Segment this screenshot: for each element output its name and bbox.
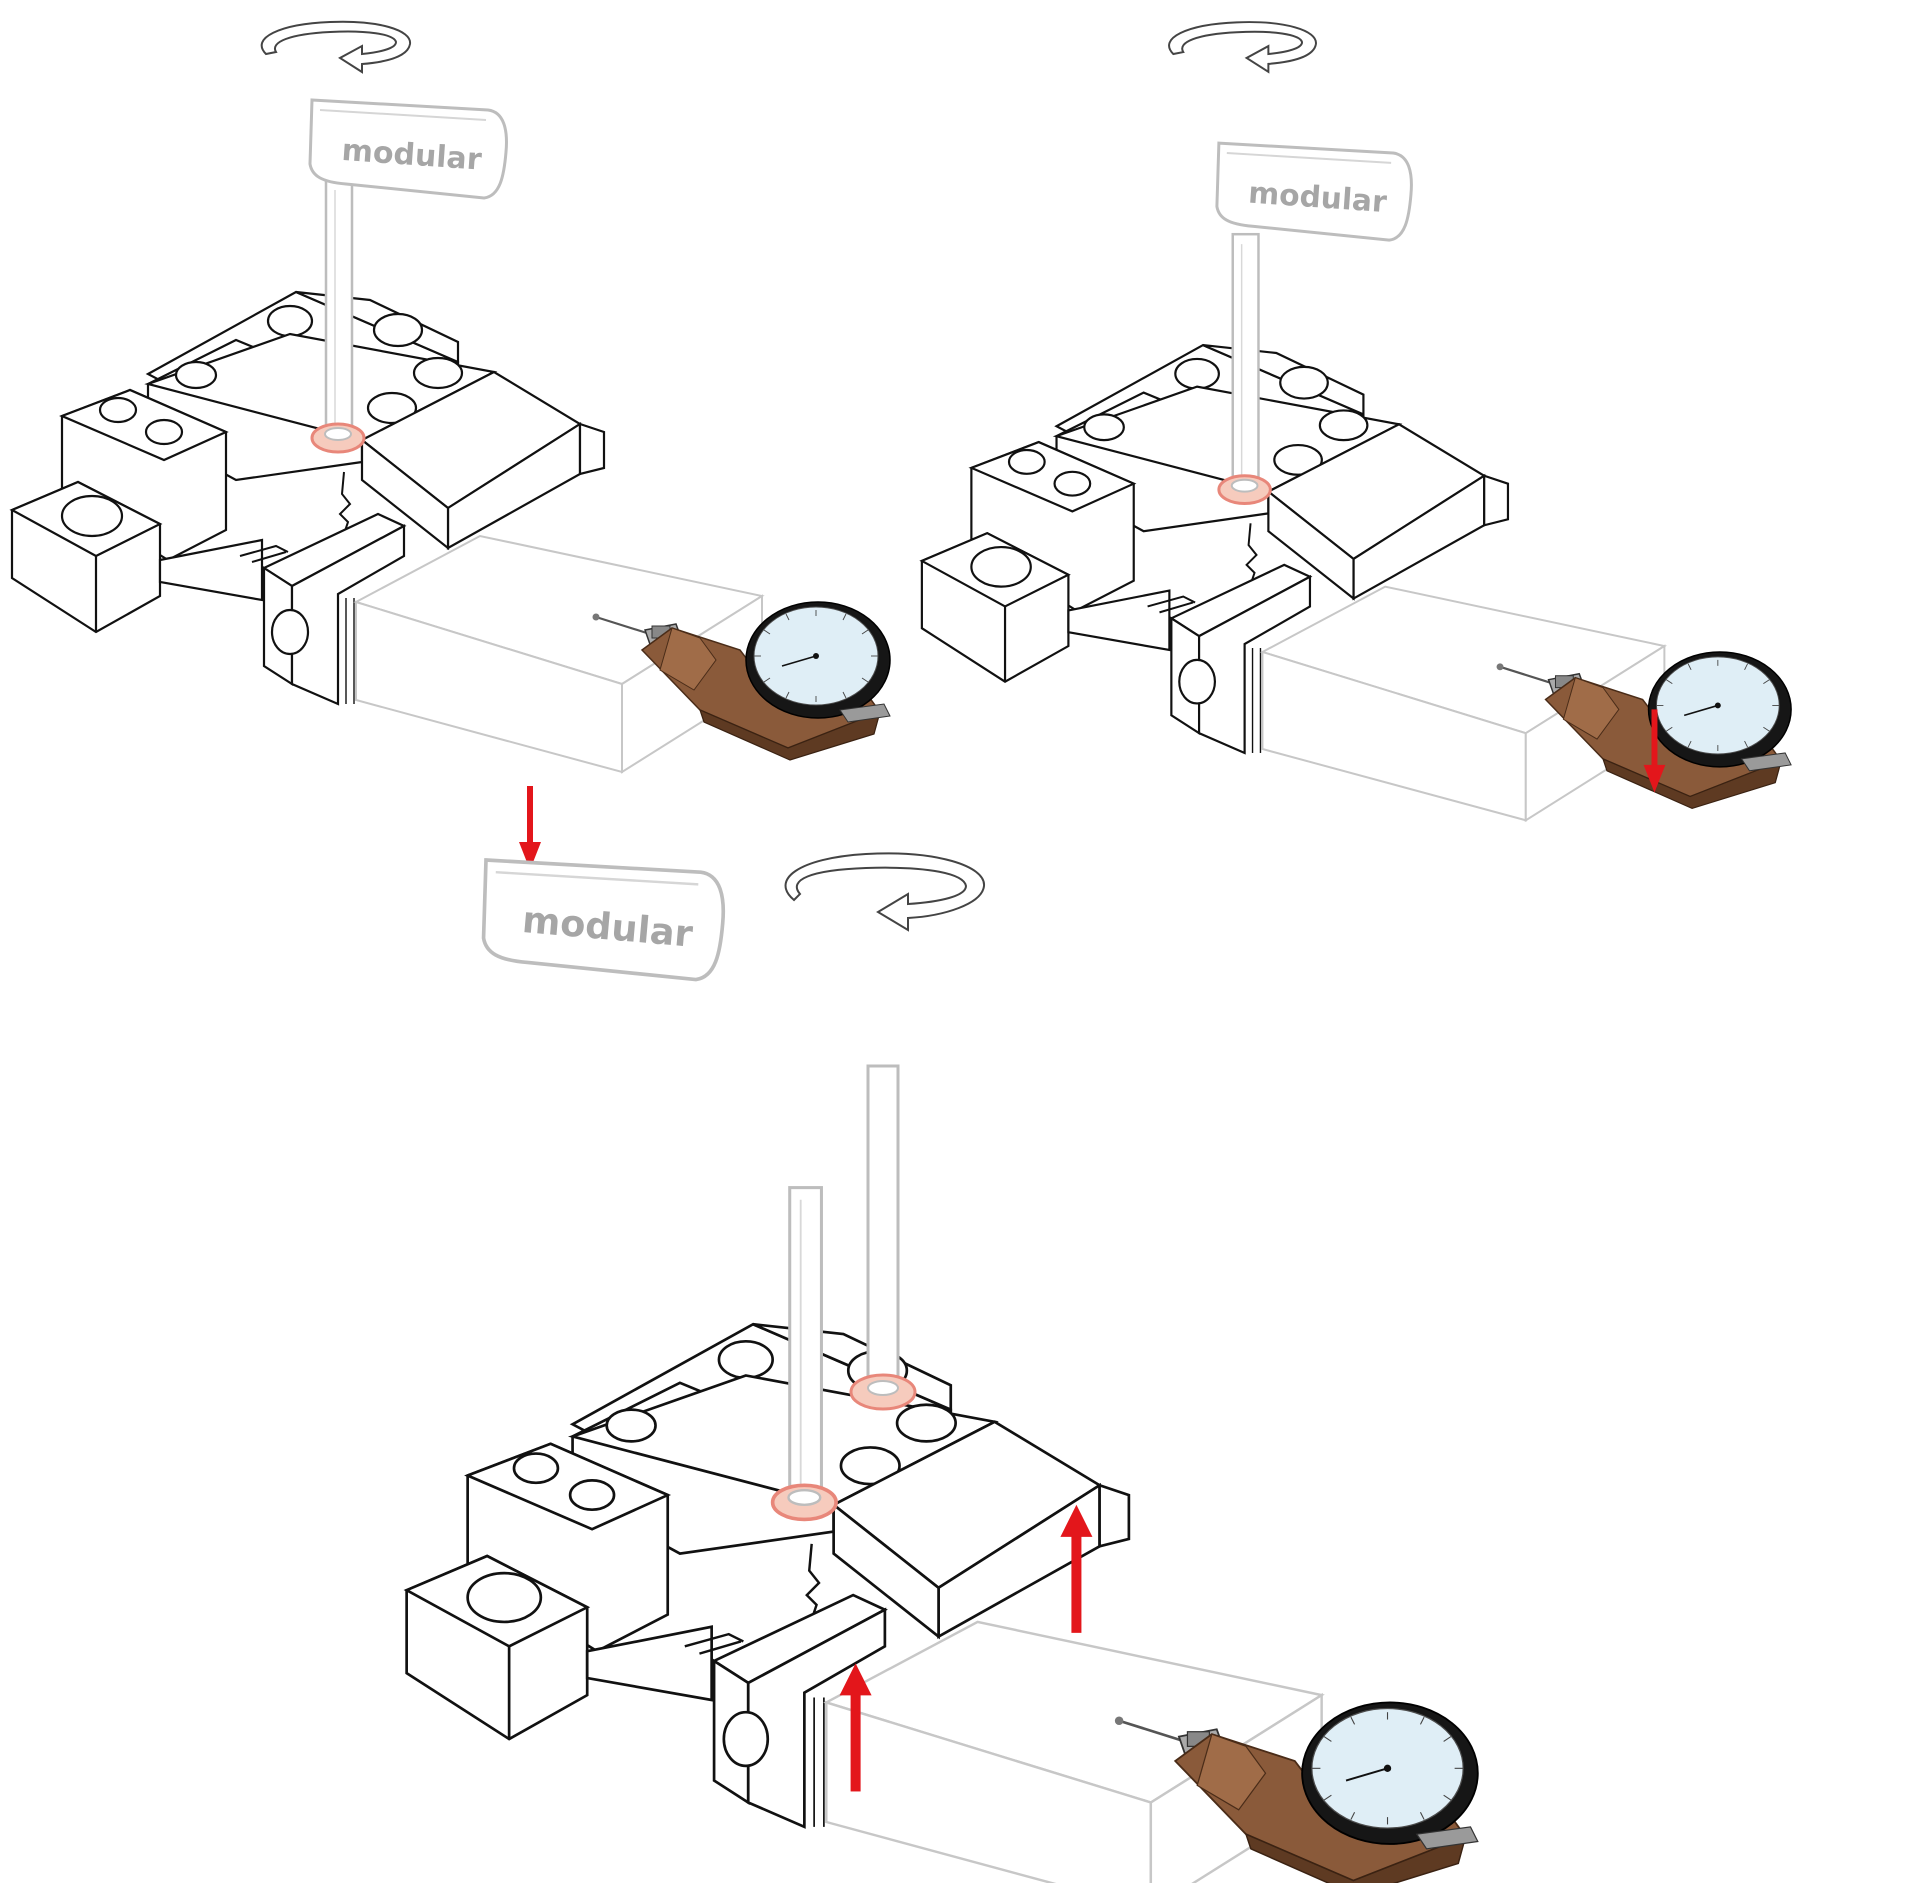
arrow-down-icon bbox=[519, 786, 541, 870]
wrench-handle-bottom: modular bbox=[481, 858, 726, 982]
rotation-arrow-ccw-icon bbox=[260, 20, 412, 73]
wrench-handle: modular bbox=[1215, 141, 1413, 242]
allen-key-shaft bbox=[866, 1064, 900, 1388]
vise-assembly bbox=[920, 232, 1666, 822]
vise-assembly bbox=[10, 178, 764, 774]
panel-top-left: modular bbox=[10, 20, 892, 870]
rotation-arrow-cw-icon bbox=[784, 852, 986, 931]
panel-top-right: modular bbox=[920, 21, 1793, 822]
panel-bottom bbox=[404, 1185, 1480, 1883]
rotation-arrow-ccw-icon bbox=[1168, 21, 1317, 73]
vise-assembly bbox=[404, 1185, 1324, 1883]
socket-inner bbox=[867, 1380, 899, 1396]
wrench-handle: modular bbox=[308, 98, 508, 200]
